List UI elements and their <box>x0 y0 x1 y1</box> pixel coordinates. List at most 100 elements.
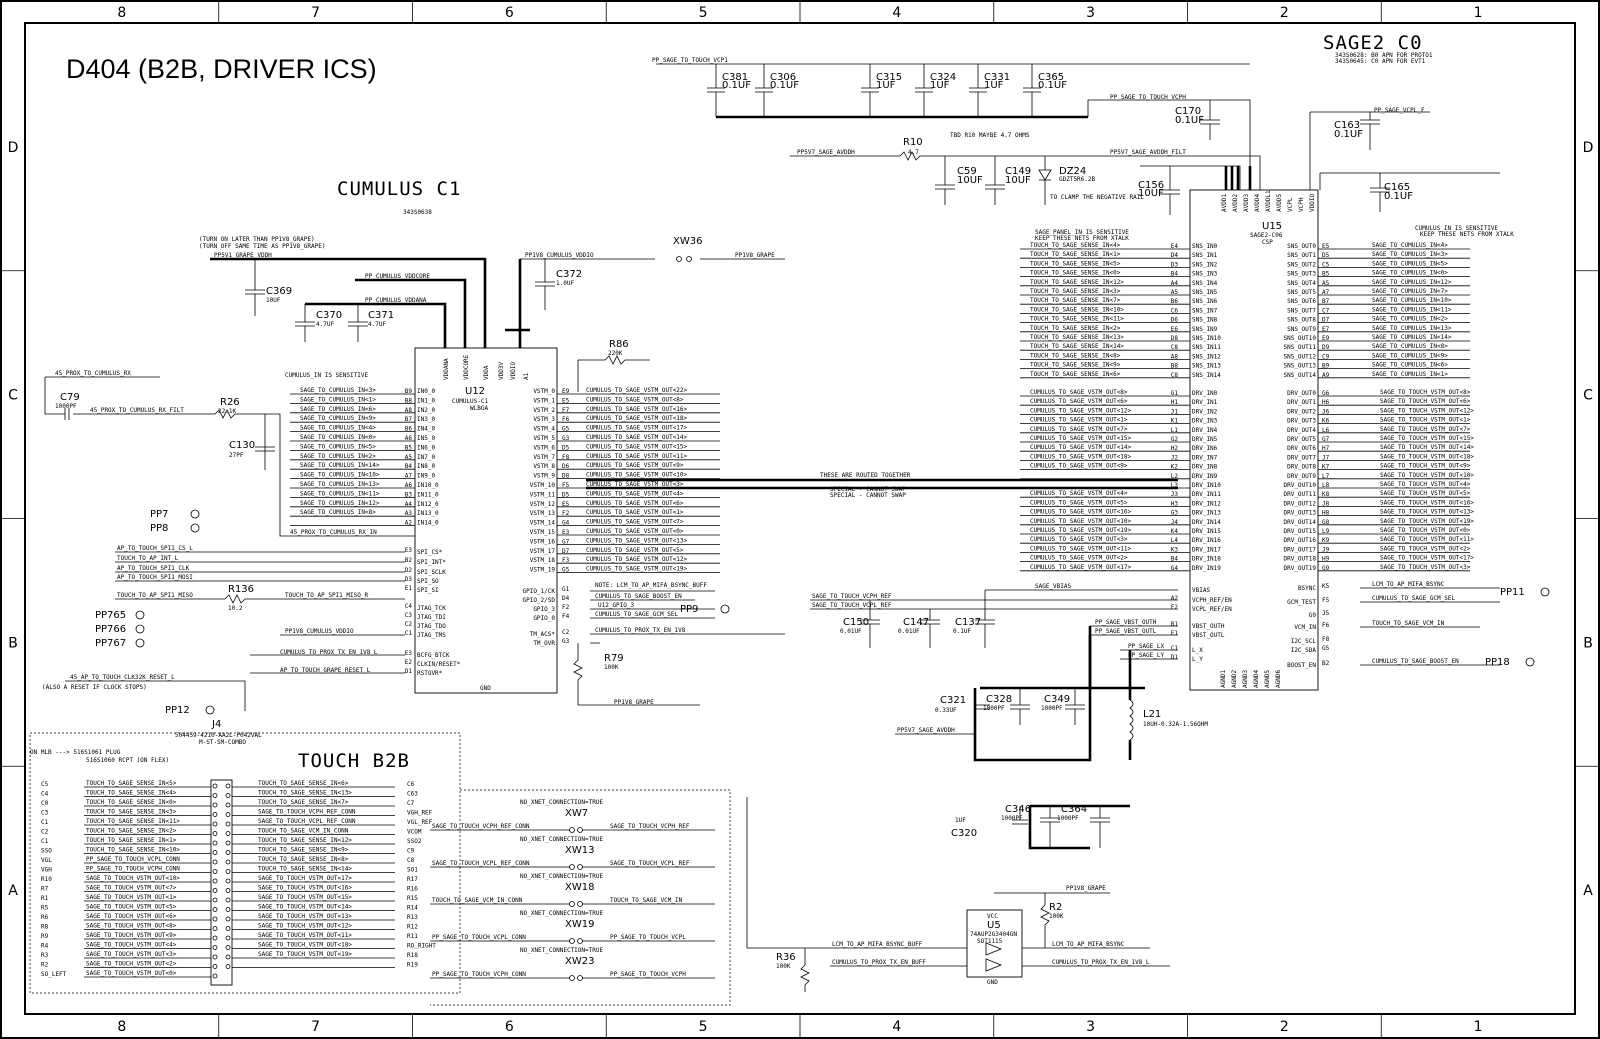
j4-pin <box>225 916 231 922</box>
u12-ctrl-pin: SPI_SO <box>417 578 439 585</box>
u12-in-net: SAGE_TO_CUMULUS_IN<13> <box>300 481 380 488</box>
svg-text:0.01UF: 0.01UF <box>898 628 920 635</box>
u15-drv-out-net: SAGE_TO_TOUCH_VSTM_OUT<0> <box>1380 527 1471 534</box>
u15-drv-in-ball: B4 <box>1171 556 1179 563</box>
u15-drv-out-pin: DRV_OUT7 <box>1287 454 1316 461</box>
u15-drv-in-net: CUMULUS_TO_SAGE_VSTM_OUT<4> <box>1030 490 1128 497</box>
resistor-r79: R79 100K PP1V8_GRAPE <box>573 643 700 706</box>
u12-top-pin: VDDA <box>483 365 490 380</box>
u15-drv-out-ball: H9 <box>1322 556 1330 563</box>
u15-sns-out-ball: B7 <box>1322 298 1330 305</box>
xw-right-net: SAGE_TO_TOUCH_VCPL_REF <box>610 860 690 867</box>
u15-drv-out-net: SAGE_TO_TOUCH_VSTM_OUT<4> <box>1380 481 1471 488</box>
u15-sns-out-ball: C5 <box>1322 261 1330 268</box>
u15-drv-out-ball: H6 <box>1322 399 1330 406</box>
u15-rmisc-ball: J5 <box>1322 610 1330 617</box>
u12-vstm-net: CUMULUS_TO_SAGE_VSTM_OUT<13> <box>586 537 688 544</box>
spi-bus: AP_TO_TOUCH_SPI1_CS_L TOUCH_TO_AP_INT_L … <box>115 545 405 612</box>
u15-drv-in-ball: G1 <box>1171 390 1179 397</box>
test-point-circle <box>1540 587 1550 597</box>
u12-vstm-ball: D5 <box>562 491 570 498</box>
j4-left-net: SAGE_TO_TOUCH_VSTM_OUT<0> <box>86 970 177 977</box>
net-mifa-note: NOTE: LCM_TO_AP_MIFA_BSYNC_BUFF <box>595 582 707 589</box>
u15-sns-out-net: SAGE_TO_CUMULUS_IN<7> <box>1372 288 1448 295</box>
u15-drv-in-ball: J4 <box>1171 519 1179 526</box>
net-boost-en-r: CUMULUS_TO_SAGE_BOOST_EN <box>1372 658 1459 665</box>
u15-drv-in-ball: K1 <box>1171 418 1179 425</box>
u15-rmisc-pin: I2C_SDA <box>1291 647 1317 654</box>
cap-c349: C349 1000PF <box>1041 688 1085 725</box>
u15-misc-pin: VCPL_REF/EN <box>1192 606 1232 613</box>
inductor-l21: L21 10UH-0.32A-1.56OHM <box>1129 699 1208 741</box>
j4-right-net: SAGE_TO_TOUCH_VSTM_OUT<13> <box>258 913 352 920</box>
wire-vddio-drop <box>505 259 530 348</box>
net-lcm-mifa: LCM_TO_AP_MIFA_BSYNC <box>1052 941 1125 948</box>
j4-left-net: SAGE_TO_TOUCH_VSTM_OUT<2> <box>86 961 177 968</box>
svg-text:10UF: 10UF <box>1005 175 1031 186</box>
u15-sns-out-pin: SNS_OUT13 <box>1283 363 1316 370</box>
j4-pin <box>212 964 218 969</box>
u15-drv-in-ball: G4 <box>1171 565 1179 572</box>
svg-text:R136: R136 <box>228 584 254 595</box>
u15-drv-in-pin: DRV_IN4 <box>1192 427 1218 434</box>
xw-left-net: PP_SAGE_TO_TOUCH_VCPL_CONN <box>432 934 526 941</box>
j4-left-label: R3 <box>41 952 49 959</box>
u15-drv-in-ball: K3 <box>1171 546 1179 553</box>
u15-sns-out-ball: C9 <box>1322 353 1330 360</box>
j4-pin <box>225 812 231 817</box>
u12-in-ball: B5 <box>405 444 413 451</box>
u15-drv-in-net: CUMULUS_TO_SAGE_VSTM_OUT<18> <box>1030 453 1132 460</box>
u12-ctrl-pin: SPI_CS* <box>417 549 443 556</box>
j4-right-label: VGH_REF <box>407 810 433 817</box>
j4-left-label: SO_LEFT <box>41 971 67 978</box>
u15-drv-out-net: SAGE_TO_TOUCH_VSTM_OUT<13> <box>1380 509 1474 516</box>
u12-vstm-net: CUMULUS_TO_SAGE_VSTM_OUT<7> <box>586 519 684 526</box>
u15-sns-in-pin: SNS_IN7 <box>1192 307 1218 314</box>
u12-vstm-net: CUMULUS_TO_SAGE_VSTM_OUT<11> <box>586 453 688 460</box>
u15-drv-out-ball: J6 <box>1322 408 1330 415</box>
u15-rmisc-pin: GCM_TEST <box>1287 599 1316 606</box>
u15-sns-out-net: SAGE_TO_CUMULUS_IN<2> <box>1372 316 1448 323</box>
xw-pad <box>569 827 575 833</box>
j4-pin <box>212 945 218 950</box>
u15-sns-out-pin: SNS_OUT1 <box>1287 252 1316 259</box>
u12-in-net: SAGE_TO_CUMULUS_IN<2> <box>300 453 376 460</box>
u15-sns-out-ball: A5 <box>1322 280 1330 287</box>
sage-apn-evt: 343S0645: C0 APN FOR EVT1 <box>1335 58 1426 65</box>
u15-drv-in-pin: DRV_IN8 <box>1192 464 1218 471</box>
u15-top-pin: AVDD2 <box>1232 194 1239 212</box>
cap-body <box>969 64 987 117</box>
j4-pin <box>225 850 231 855</box>
xw-pad <box>577 975 583 981</box>
zone-col-top: 4 <box>892 5 901 21</box>
cap-c364: C364 1000PF <box>1057 804 1110 848</box>
jumper-xw23: NO_XNET_CONNECTION=TRUEXW23PP_SAGE_TO_TO… <box>430 947 715 981</box>
jumper-xw36: XW36 <box>673 236 702 262</box>
u15-drv-in-pin: DRV_IN2 <box>1192 408 1218 415</box>
svg-text:R26: R26 <box>220 397 240 408</box>
j4-left-label: VGH <box>41 867 52 874</box>
svg-text:AP_TO_TOUCH_SPI1_CLK: AP_TO_TOUCH_SPI1_CLK <box>117 565 190 572</box>
u12-in-pin: IN7_0 <box>417 454 435 461</box>
u12-in-net: SAGE_TO_CUMULUS_IN<8> <box>300 509 376 516</box>
cap-c59: C59 10UF <box>935 156 983 205</box>
svg-text:100K: 100K <box>1049 913 1064 920</box>
zone-col-top: 7 <box>311 5 320 21</box>
u15-sns-out-ball: E7 <box>1322 326 1330 333</box>
resistor-r10: PP5V7_SAGE_AVDDH R10 4.7 TBD R10 MAYBE 4… <box>790 132 1261 190</box>
j4-left-label: C5 <box>41 781 49 788</box>
test-point-label: PP12 <box>165 705 190 716</box>
u15-drv-out-pin: DRV_OUT17 <box>1283 546 1316 553</box>
u15-drv-in-pin: DRV_IN12 <box>1192 500 1221 507</box>
u15-drv-out-net: SAGE_TO_TOUCH_VSTM_OUT<8> <box>1380 389 1471 396</box>
u15-drv-in-net: CUMULUS_TO_SAGE_VSTM_OUT<9> <box>1030 463 1128 470</box>
u15-drv-out-ball: L6 <box>1322 427 1330 434</box>
u15-drv-in-net: CUMULUS_TO_SAGE_VSTM_OUT<12> <box>1030 407 1132 414</box>
xw-note: NO_XNET_CONNECTION=TRUE <box>520 910 603 917</box>
j4-pin <box>225 783 231 789</box>
j4-pin <box>225 840 231 846</box>
u12-in-net: SAGE_TO_CUMULUS_IN<5> <box>300 443 376 450</box>
j4-pin <box>212 802 218 808</box>
u12-ctrl-pin: RSTOVR* <box>417 670 443 677</box>
u15-sns-in-net: TOUCH_TO_SAGE_SENSE_IN<1> <box>1030 251 1121 258</box>
